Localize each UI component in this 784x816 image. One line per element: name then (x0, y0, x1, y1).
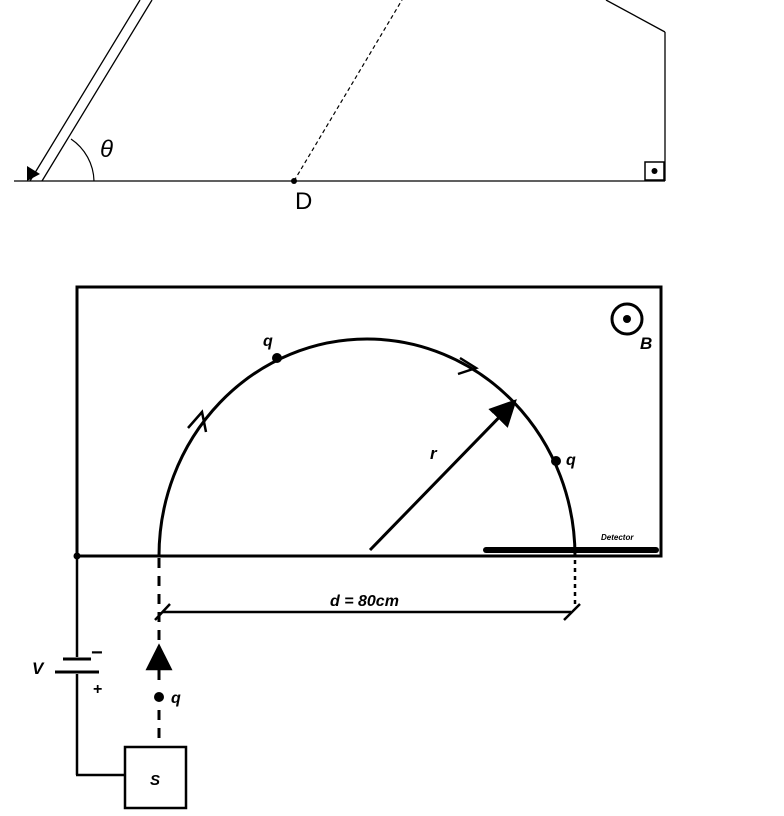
charge-label-entry: q (171, 690, 181, 707)
b-field-label: B (640, 334, 652, 353)
battery-minus-label: − (91, 642, 103, 664)
top-figure: θ D (14, 0, 666, 215)
charge-dot-entry (154, 692, 164, 702)
b-field-dot-icon (623, 315, 631, 323)
charge-dot-top (272, 353, 282, 363)
radius-arrow (368, 399, 517, 552)
incline-arrow-head (27, 166, 40, 181)
distance-label: d = 80cm (330, 593, 399, 610)
trajectory-arc (157, 337, 577, 557)
field-out-dot-icon (651, 168, 658, 174)
voltage-label: V (32, 659, 45, 678)
radius-label: r (430, 444, 438, 463)
angle-arc (70, 138, 95, 182)
angle-label: θ (100, 136, 113, 163)
dashed-line (293, 0, 403, 182)
trajectory-arrow-top (457, 356, 479, 376)
field-region (75, 285, 663, 558)
slanted-edge (605, 0, 666, 33)
source-label: S (150, 772, 160, 789)
charge-label-top: q (263, 333, 273, 350)
incline-rail-outer (29, 0, 141, 182)
source-box (123, 745, 188, 810)
battery-plus-label: + (93, 681, 102, 698)
distance-tick-left (154, 603, 171, 621)
point-d-dot (291, 178, 297, 184)
bottom-figure: B q q r Detector q d = 80cm (32, 285, 663, 810)
point-d-label: D (295, 188, 312, 215)
b-field-circle-icon (610, 302, 644, 336)
trajectory-arrow-left (187, 409, 208, 433)
charge-dot-right (551, 456, 561, 466)
incline-rail-inner (41, 0, 153, 182)
charge-label-right: q (566, 452, 576, 469)
junction-dot (73, 552, 81, 560)
detector-label: Detector (601, 533, 634, 542)
distance-tick-right (563, 603, 581, 621)
